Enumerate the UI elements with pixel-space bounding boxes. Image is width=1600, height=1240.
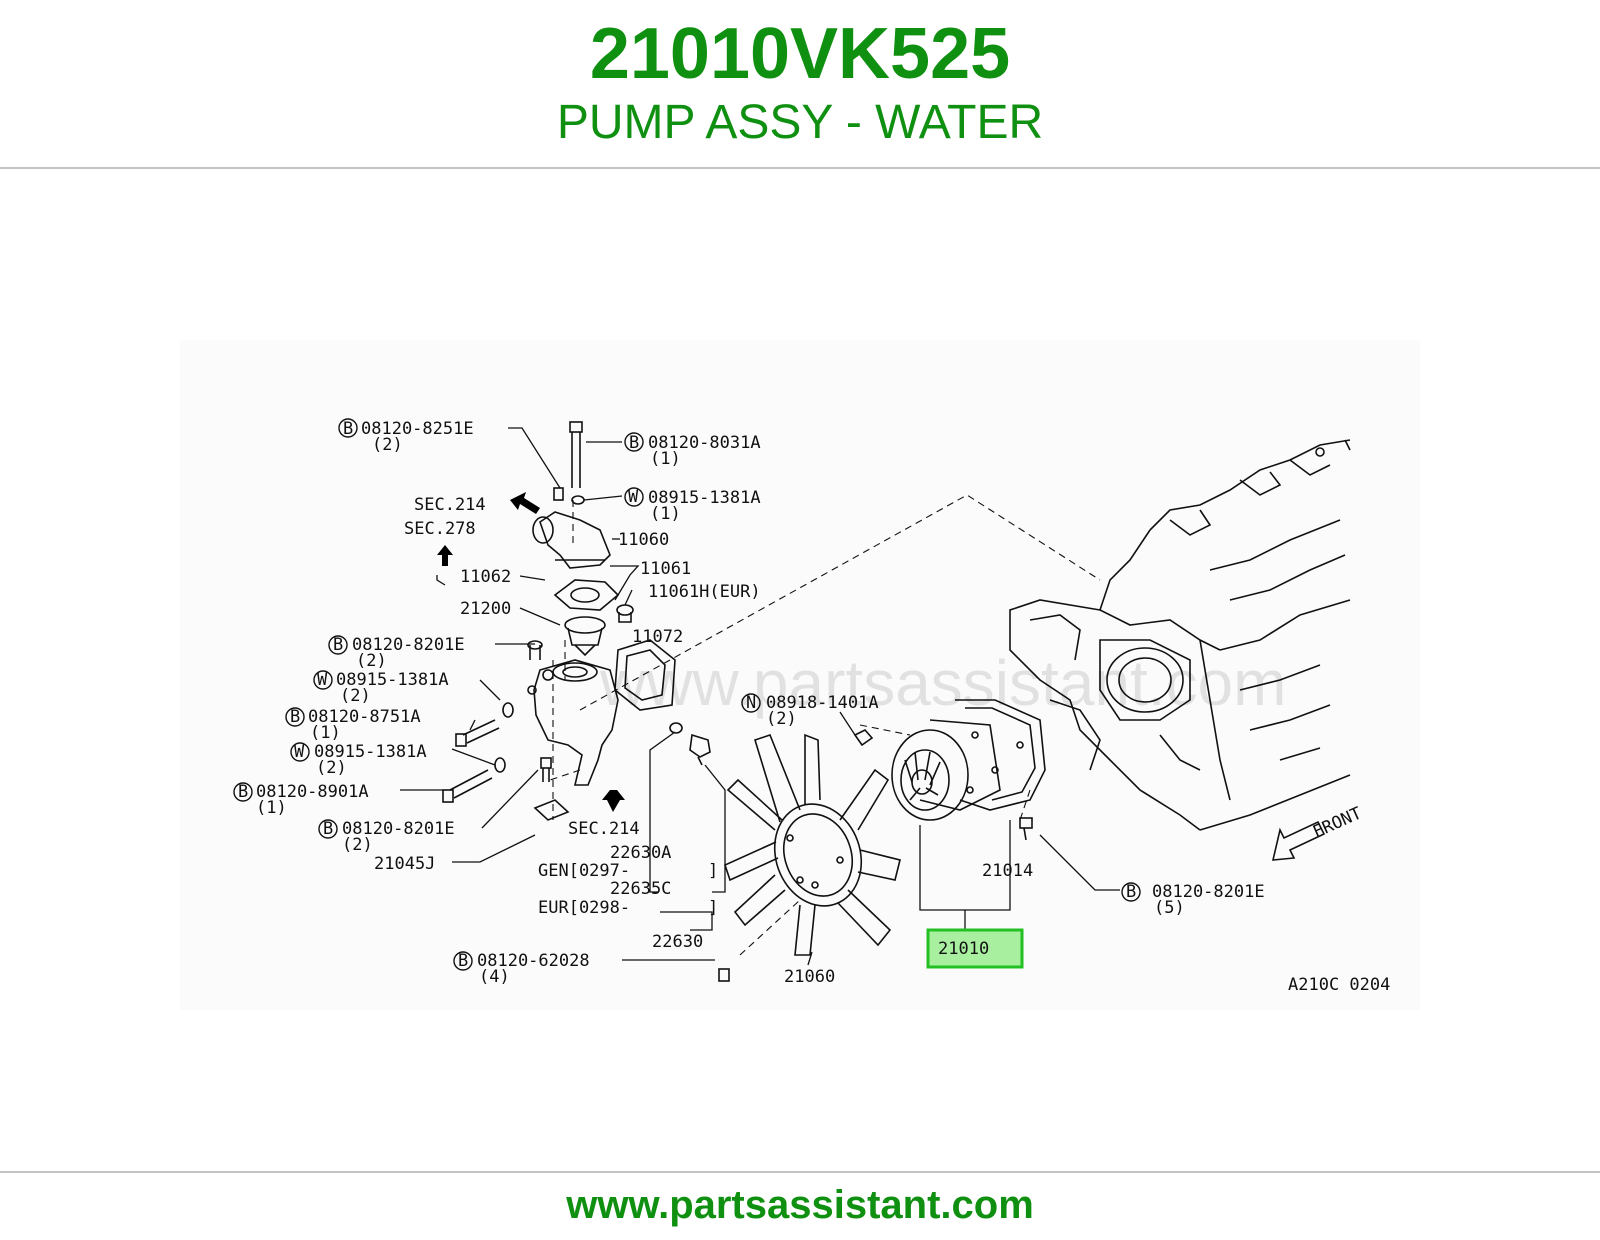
label-11072[interactable]: 11072 xyxy=(632,627,683,647)
label-sec214-top[interactable]: SEC.214 xyxy=(414,495,486,515)
part-name-subtitle: PUMP ASSY - WATER xyxy=(556,96,1044,149)
symbol-b: B xyxy=(343,419,353,439)
label-11060[interactable]: 11060 xyxy=(618,530,669,550)
label-21010-highlighted[interactable]: 21010 xyxy=(938,939,989,959)
label-08915-1381a-top[interactable]: 08915-1381A xyxy=(648,488,761,508)
qty-08120-8751a: (1) xyxy=(310,723,341,743)
symbol-n: N xyxy=(746,693,756,713)
symbol-b: B xyxy=(629,433,639,453)
leader-lines xyxy=(400,427,1120,966)
label-11061[interactable]: 11061 xyxy=(640,559,691,579)
callout-labels: B 08120-8251E (2) B 08120-8031A (1) W 08… xyxy=(238,419,1390,995)
symbol-b: B xyxy=(323,819,333,839)
qty-08120-8201e-b: (2) xyxy=(342,835,373,855)
label-08120-8031a[interactable]: 08120-8031A xyxy=(648,433,761,453)
symbol-b: B xyxy=(238,782,248,802)
label-11061h-eur[interactable]: 11061H(EUR) xyxy=(648,582,761,602)
symbol-w: W xyxy=(317,670,328,690)
qty-08120-8901a: (1) xyxy=(256,798,287,818)
label-08918-1401a[interactable]: 08918-1401A xyxy=(766,693,879,713)
footer-url[interactable]: www.partsassistant.com xyxy=(566,1183,1034,1227)
label-22635c[interactable]: 22635C xyxy=(610,879,671,899)
label-sec214-bottom[interactable]: SEC.214 xyxy=(568,819,640,839)
hardware-symbol-circles xyxy=(233,418,1141,971)
header-divider xyxy=(0,167,1600,169)
label-08120-8751a[interactable]: 08120-8751A xyxy=(308,707,421,727)
cooling-fan-drawing xyxy=(718,733,901,982)
label-22630[interactable]: 22630 xyxy=(652,932,703,952)
symbol-b: B xyxy=(1126,882,1136,902)
qty-08915-1381a-a: (2) xyxy=(340,686,371,706)
symbol-b: B xyxy=(458,951,468,971)
label-08120-8201e-b[interactable]: 08120-8201E xyxy=(342,819,455,839)
label-08915-1381a-b[interactable]: 08915-1381A xyxy=(314,742,427,762)
label-08120-62028[interactable]: 08120-62028 xyxy=(477,951,590,971)
water-pump-drawing xyxy=(853,699,1046,841)
direction-arrows xyxy=(437,492,625,812)
footer-divider xyxy=(0,1171,1600,1173)
qty-08120-62028: (4) xyxy=(479,967,510,987)
qty-08120-8251e: (2) xyxy=(372,435,403,455)
label-11062[interactable]: 11062 xyxy=(460,567,511,587)
label-22630a[interactable]: 22630A xyxy=(610,843,671,863)
symbol-w: W xyxy=(294,742,305,762)
header: 21010VK525 PUMP ASSY - WATER xyxy=(0,0,1600,168)
label-21060[interactable]: 21060 xyxy=(784,967,835,987)
label-08915-1381a-a[interactable]: 08915-1381A xyxy=(336,670,449,690)
label-08120-8201e-c[interactable]: 08120-8201E xyxy=(1152,882,1265,902)
label-sec278[interactable]: SEC.278 xyxy=(404,519,476,539)
label-eur-range: EUR[0298- xyxy=(538,898,630,918)
qty-08918-1401a: (2) xyxy=(766,709,797,729)
label-21200[interactable]: 21200 xyxy=(460,599,511,619)
label-08120-8201e-a[interactable]: 08120-8201E xyxy=(352,635,465,655)
label-gen-bracket: ] xyxy=(708,861,718,881)
engine-block-drawing xyxy=(1009,439,1351,831)
symbol-b: B xyxy=(333,635,343,655)
highlighted-part-box[interactable] xyxy=(926,928,1024,969)
symbol-b: B xyxy=(290,707,300,727)
label-21045j[interactable]: 21045J xyxy=(374,854,435,874)
label-eur-bracket: ] xyxy=(708,898,718,918)
assembly-reference-lines xyxy=(549,494,1101,956)
exploded-view-svg: www.partsassistant.com B 08120-8251E (2)… xyxy=(180,340,1420,1010)
qty-08120-8201e-c: (5) xyxy=(1154,898,1185,918)
qty-08120-8201e-a: (2) xyxy=(356,651,387,671)
label-21014[interactable]: 21014 xyxy=(982,861,1033,881)
part-number-title: 21010VK525 xyxy=(589,14,1011,94)
qty-08915-1381a-b: (2) xyxy=(316,758,347,778)
front-arrow-icon xyxy=(1271,820,1326,861)
watermark-text: www.partsassistant.com xyxy=(599,647,1286,719)
qty-08915-1381a-top: (1) xyxy=(650,504,681,524)
figure-code: A210C 0204 xyxy=(1288,975,1390,995)
label-gen-range: GEN[0297- xyxy=(538,861,630,881)
label-08120-8901a[interactable]: 08120-8901A xyxy=(256,782,369,802)
label-08120-8251e[interactable]: 08120-8251E xyxy=(361,419,474,439)
symbol-w: W xyxy=(628,487,639,507)
qty-08120-8031a: (1) xyxy=(650,449,681,469)
parts-diagram: www.partsassistant.com B 08120-8251E (2)… xyxy=(180,340,1420,1010)
